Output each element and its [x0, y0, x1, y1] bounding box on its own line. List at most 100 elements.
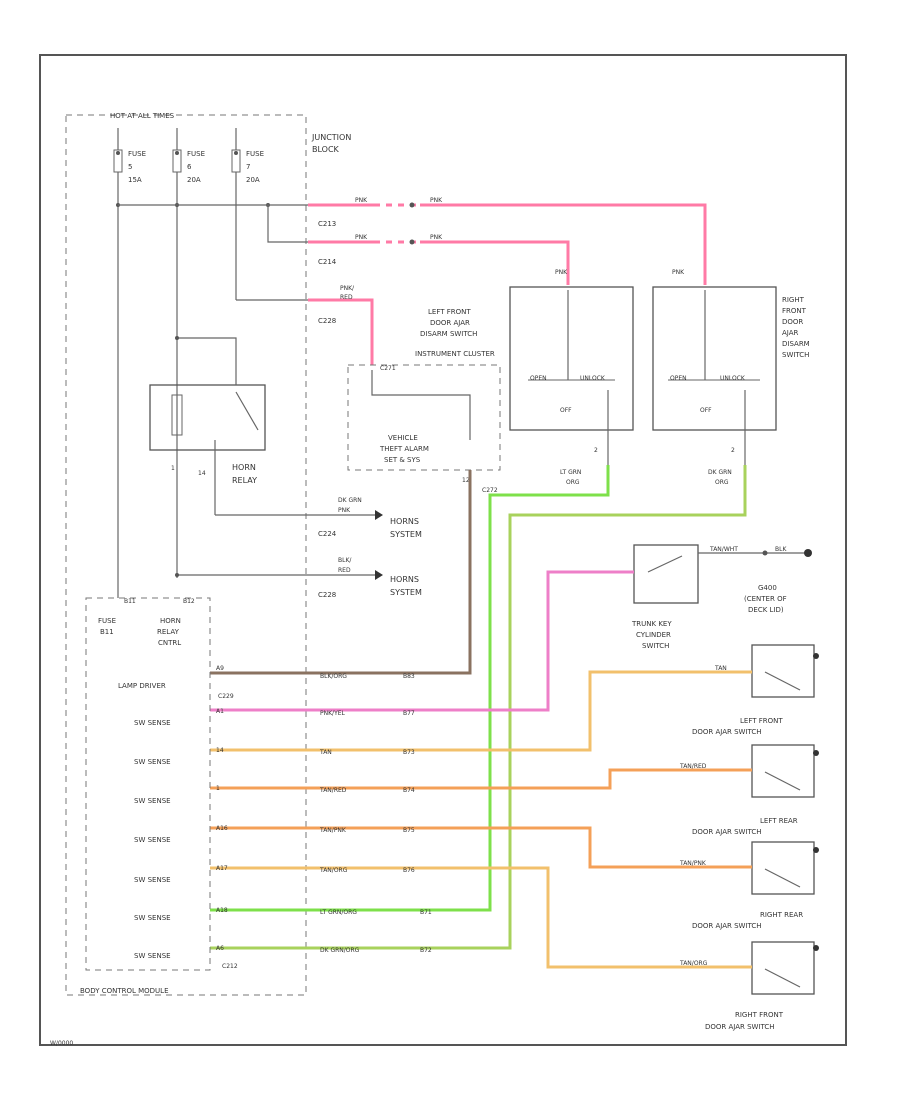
svg-text:SW SENSE: SW SENSE: [134, 876, 171, 884]
svg-text:TAN: TAN: [319, 749, 332, 756]
wire-trunk-blk: BLK: [775, 546, 787, 553]
wire-lt-grn-1: LT GRN: [560, 469, 581, 476]
svg-text:DK GRN/ORG: DK GRN/ORG: [320, 947, 360, 954]
ic-conn: C271: [380, 365, 396, 372]
horns-arrow-1-icon: [375, 510, 383, 520]
fuse-5: FUSE 5 15A: [113, 149, 146, 184]
trunk-label-2: CYLINDER: [636, 631, 671, 639]
rf-pin: 2: [731, 447, 735, 454]
horn-relay-feed: [177, 337, 237, 385]
svg-text:14: 14: [216, 747, 224, 754]
lf-pnk-label: PNK: [555, 269, 568, 276]
splice-horns-2: [175, 573, 179, 577]
g400-label-2: (CENTER OF: [744, 595, 787, 603]
bcm-row-7: SW SENSE A6 DK GRN/ORG B72: [134, 945, 432, 960]
pink-wire-rf: [308, 203, 707, 285]
relay-pin-a: 1: [171, 465, 175, 472]
rf-disarm-switch-box: [652, 286, 777, 431]
splice-relay: [175, 336, 179, 340]
bcm-fuse-1: FUSE: [98, 617, 116, 625]
svg-text:A16: A16: [216, 825, 228, 832]
fuse-6: FUSE 6 20A: [172, 149, 205, 184]
rf-label-6: SWITCH: [782, 351, 809, 359]
svg-text:PNK/YEL: PNK/YEL: [320, 710, 346, 717]
svg-text:SW SENSE: SW SENSE: [134, 797, 171, 805]
ic-pin: 12: [462, 477, 470, 484]
svg-text:A17: A17: [216, 865, 228, 872]
lf-door-label-1: LEFT FRONT: [740, 717, 783, 725]
conn-c224: C224: [318, 530, 337, 538]
bcm-fuse-2: B11: [100, 628, 114, 636]
fuse-7: FUSE 7 20A: [231, 149, 264, 184]
dk-grn-org-wire: [210, 465, 747, 950]
feed-c214: [267, 205, 308, 243]
wire-trunk-tan-wht: TAN/WHT: [709, 546, 738, 553]
wire-blk-2: RED: [338, 567, 351, 574]
rf-off: OFF: [700, 407, 712, 414]
trunk-switch-arm: [647, 555, 683, 573]
rf-door-label-1: RIGHT FRONT: [735, 1011, 784, 1019]
wire-lt-grn-2: ORG: [566, 479, 580, 486]
tan-pnk-wire-rr: [210, 826, 752, 869]
tan-wire-lf: [210, 670, 752, 752]
horns-system-1a: HORNS: [390, 517, 419, 526]
bcm-conn-c229: C229: [218, 693, 234, 700]
wire-dk-grn-org-1: DK GRN: [708, 469, 732, 476]
lf-label-3: DISARM SWITCH: [420, 330, 477, 338]
bcm-row-1: SW SENSE A1 PNK/YEL B77: [134, 708, 415, 727]
rf-door-label-2: DOOR AJAR SWITCH: [705, 1023, 775, 1031]
bcm-row-6: SW SENSE A18 LT GRN/ORG B71: [134, 907, 432, 922]
wire-tan-org-rf: TAN/ORG: [679, 960, 708, 967]
g400-label-3: DECK LID): [748, 606, 784, 614]
wire-dk-grn-1: DK GRN: [338, 497, 362, 504]
bcm-relay-3: CNTRL: [158, 639, 181, 647]
svg-text:20A: 20A: [246, 176, 260, 184]
trunk-label-1: TRUNK KEY: [631, 620, 672, 628]
wire-pnk-b2: PNK: [430, 234, 443, 241]
svg-text:20A: 20A: [187, 176, 201, 184]
bcm-relay-2: RELAY: [157, 628, 180, 636]
svg-text:B72: B72: [420, 947, 432, 954]
bcm-row-3: SW SENSE 1 TAN/RED B74: [134, 785, 415, 805]
horns-system-2a: HORNS: [390, 575, 419, 584]
splice-dots-top: [116, 151, 270, 207]
relay-switch-arm: [235, 391, 259, 431]
wire-pnk-b1: PNK: [355, 234, 368, 241]
horn-relay-label-2: RELAY: [232, 476, 257, 485]
svg-text:A1: A1: [216, 708, 224, 715]
svg-text:A9: A9: [216, 665, 224, 672]
tan-red-wire-lr: [210, 768, 752, 790]
lr-door-label-1: LEFT REAR: [760, 817, 798, 825]
rf-label-1: RIGHT: [782, 296, 805, 304]
brown-wire-lamp: [210, 470, 472, 675]
junction-block-label-2: BLOCK: [312, 145, 340, 154]
horns-arrow-2-icon: [375, 570, 383, 580]
bcm-relay-1: HORN: [160, 617, 181, 625]
bcm-row-4: SW SENSE A16 TAN/PNK B75: [134, 825, 415, 844]
lf-disarm-switch-box: [509, 286, 634, 431]
svg-text:B77: B77: [403, 710, 415, 717]
wire-tan-red-lr: TAN/RED: [679, 763, 707, 770]
conn-c228b: C228: [318, 591, 336, 599]
rf-label-5: DISARM: [782, 340, 810, 348]
hot-at-all-times-label: HOT AT ALL TIMES: [110, 112, 175, 120]
pnk-red-wire: [308, 298, 374, 365]
svg-text:1: 1: [216, 785, 220, 792]
svg-text:FUSE: FUSE: [128, 150, 146, 158]
g400-label-1: G400: [758, 584, 777, 592]
svg-text:B74: B74: [403, 787, 415, 794]
rf-unlock: UNLOCK: [720, 375, 746, 382]
svg-text:BLK/ORG: BLK/ORG: [320, 673, 347, 680]
bcm-row-5: SW SENSE A17 TAN/ORG B76: [134, 865, 415, 884]
svg-text:LAMP DRIVER: LAMP DRIVER: [118, 682, 166, 690]
lf-pin: 2: [594, 447, 598, 454]
trunk-key-switch-box: [633, 544, 699, 604]
svg-text:TAN/ORG: TAN/ORG: [319, 867, 348, 874]
svg-text:6: 6: [187, 163, 192, 171]
wire-pnk-red-1: PNK/: [340, 285, 355, 292]
bcm-pin-a: B11: [124, 598, 136, 605]
horns-system-1b: SYSTEM: [390, 530, 422, 539]
pnk-yel-wire: [210, 570, 634, 712]
svg-text:B75: B75: [403, 827, 415, 834]
